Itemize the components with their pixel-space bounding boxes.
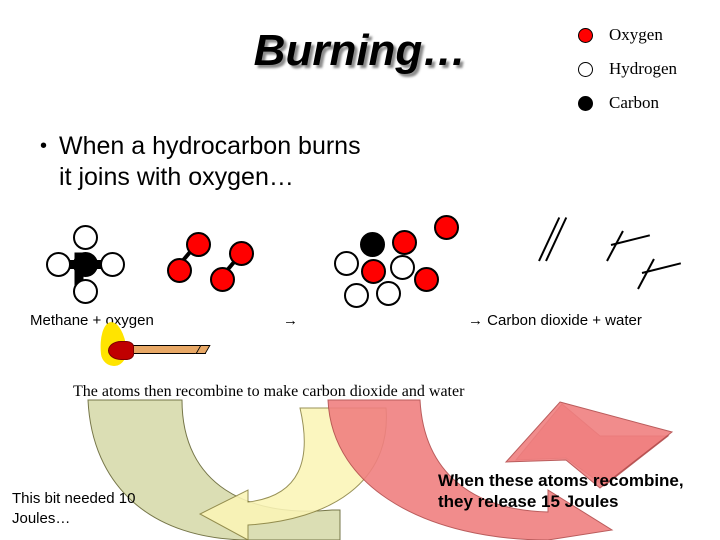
oxygen-atom [434,215,459,240]
hydrogen-atom [46,252,71,277]
legend-label-carbon: Carbon [609,93,660,112]
match-stick [124,345,206,354]
bullet-text: When a hydrocarbon burns it joins with o… [59,132,361,191]
energy-release-curved-arrow [327,399,614,540]
legend-label-hydrogen: Hydrogen [609,59,677,78]
equation-products: → Carbon dioxide + water [468,312,642,329]
hydrogen-atom [73,279,98,304]
bullet-paragraph: • When a hydrocarbon burns it joins with… [40,131,370,193]
hydrogen-atom [376,281,401,306]
hydrogen-atom [390,255,415,280]
energy-release-arrow-head-outer [504,401,674,489]
bullet-marker: • [40,135,48,157]
energy-out-caption: When these atoms recombine, they release… [438,471,684,511]
oxygen-atom [414,267,439,292]
oxygen-atom [210,267,235,292]
filled-circle-icon [578,95,593,111]
equation-reactants: Methane + oxygen [30,312,154,329]
carbon-atom [360,232,385,257]
energy-in-caption: This bit needed 10 Joules… [12,490,136,527]
hydrogen-atom [334,251,359,276]
legend-item-hydrogen: Hydrogen [578,52,718,86]
equation-arrow: → [283,312,298,329]
legend-label-oxygen: Oxygen [609,25,663,44]
open-circle-icon [578,61,593,77]
oxygen-atom [361,259,386,284]
legend: Oxygen Hydrogen Carbon [578,18,718,120]
oxygen-atom [186,232,211,257]
oxygen-atom [229,241,254,266]
recombine-caption: The atoms then recombine to make carbon … [73,383,465,400]
page-title: Burning… [253,26,467,75]
hydrogen-atom [73,225,98,250]
hydrogen-atom [344,283,369,308]
line-segment [606,230,624,262]
hydrogen-atom [100,252,125,277]
filled-circle-icon [578,27,593,43]
oxygen-atom [392,230,417,255]
legend-item-oxygen: Oxygen [578,18,718,52]
energy-arrows-group [87,399,674,540]
energy-in-curved-arrow [87,399,341,540]
legend-item-carbon: Carbon [578,86,718,120]
carbon-atom [73,252,98,277]
oxygen-atom [167,258,192,283]
match-head [108,341,134,360]
line-segment [637,258,655,290]
